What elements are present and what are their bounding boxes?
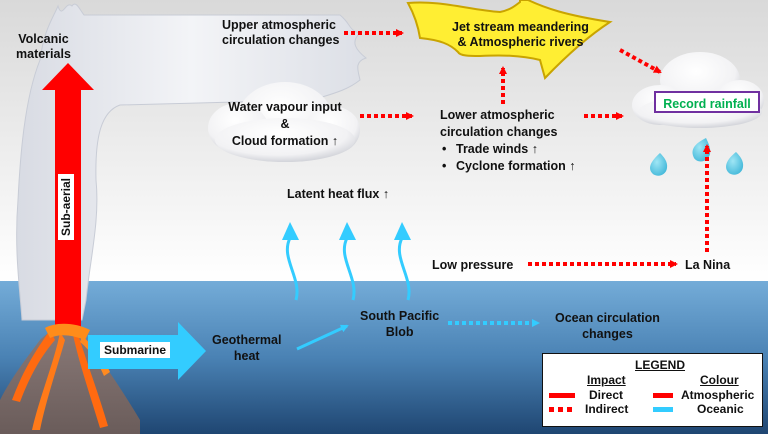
- label-line: South Pacific: [360, 309, 440, 323]
- raindrop-icon: [726, 152, 744, 175]
- label-line: Upper atmospheric: [222, 18, 336, 32]
- geothermal-to-blob-arrow: [296, 324, 349, 351]
- label-line: & Atmospheric rivers: [457, 35, 584, 49]
- ocean-circulation-label: Ocean circulation changes: [555, 310, 660, 342]
- volcanic-materials-label: Volcanic materials: [16, 32, 71, 62]
- legend-colour-header: Colour: [700, 373, 739, 387]
- bullet-item: Cyclone formation ↑: [440, 158, 575, 175]
- label-line: heat: [233, 349, 260, 363]
- submarine-tag: Submarine: [100, 342, 171, 358]
- jet-stream-shape: [406, 0, 613, 80]
- legend-oceanic-swatch: [653, 407, 673, 412]
- south-pacific-blob-label: South Pacific Blob: [360, 308, 439, 340]
- sub-aerial-tag: Sub-aerial: [58, 173, 74, 240]
- latent-heat-label: Latent heat flux ↑: [287, 187, 390, 201]
- record-rainfall-box: Record rainfall: [654, 91, 760, 113]
- label-line: Jet stream meandering: [452, 20, 589, 34]
- legend-title: LEGEND: [635, 358, 686, 372]
- water-vapour-label: Water vapour input & Cloud formation ↑: [226, 99, 344, 150]
- label-line: Volcanic: [18, 32, 69, 46]
- geothermal-label: Geothermal heat: [212, 332, 281, 364]
- low-pressure-label: Low pressure: [432, 258, 514, 272]
- jet-to-rainfall-arrow: [619, 48, 662, 74]
- la-nina-label: La Nina: [685, 258, 731, 272]
- legend: LEGEND Impact Colour Direct Indirect Atm…: [542, 353, 763, 427]
- label-line: circulation changes: [440, 125, 558, 139]
- label-line: circulation changes: [222, 33, 340, 47]
- legend-atmospheric-swatch: [653, 393, 673, 398]
- raindrop-icon: [692, 138, 711, 162]
- lower-atmospheric-label: Lower atmospheric circulation changes Tr…: [440, 107, 575, 175]
- legend-oceanic-label: Oceanic: [697, 402, 744, 416]
- label-line: Blob: [385, 325, 414, 339]
- lower-atmospheric-bullets: Trade winds ↑ Cyclone formation ↑: [440, 141, 575, 175]
- water-vapour-cloud: [208, 82, 360, 162]
- legend-indirect-swatch: [549, 407, 575, 412]
- label-line: &: [280, 117, 290, 131]
- bullet-item: Trade winds ↑: [440, 141, 575, 158]
- label-line: changes: [582, 327, 633, 341]
- latent-heat-arrows: [282, 222, 411, 301]
- label-line: Lower atmospheric: [440, 108, 555, 122]
- legend-indirect-label: Indirect: [585, 402, 629, 416]
- legend-atmospheric-label: Atmospheric: [681, 388, 755, 402]
- upper-atmospheric-label: Upper atmospheric circulation changes: [222, 18, 339, 48]
- label-line: Geothermal: [212, 333, 282, 347]
- label-line: Cloud formation ↑: [231, 134, 339, 148]
- legend-direct-swatch: [549, 393, 575, 398]
- jet-stream-label: Jet stream meandering & Atmospheric rive…: [452, 20, 589, 50]
- legend-impact-header: Impact: [587, 373, 626, 387]
- raindrop-icon: [650, 153, 668, 176]
- label-line: Water vapour input: [228, 100, 342, 114]
- legend-direct-label: Direct: [589, 388, 624, 402]
- label-line: materials: [16, 47, 71, 61]
- label-line: Ocean circulation: [555, 311, 660, 325]
